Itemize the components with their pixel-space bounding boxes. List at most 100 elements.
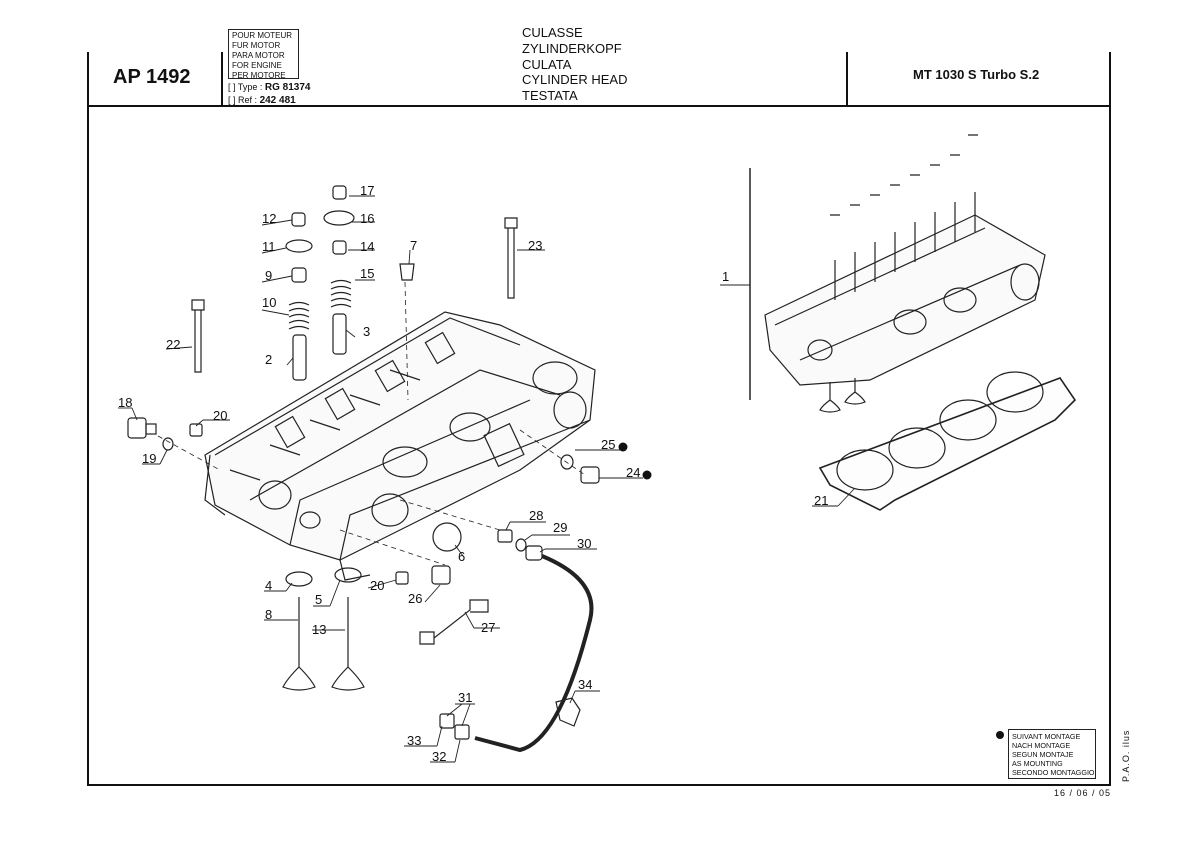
- callout-24: 24: [626, 465, 640, 480]
- callout-3: 3: [363, 324, 370, 339]
- mounting-dot-icon: [642, 470, 652, 480]
- part-fitting-28: [497, 529, 513, 543]
- callout-22: 22: [166, 337, 180, 352]
- title-line: ZYLINDERKOPF: [522, 40, 622, 56]
- part-valve-guide-2: [292, 334, 307, 381]
- part-plug-7: [399, 263, 415, 281]
- callout-15: 15: [360, 266, 374, 281]
- drawing-frame: [87, 105, 1111, 786]
- callout-9: 9: [265, 268, 272, 283]
- callout-32: 32: [432, 749, 446, 764]
- part-washer-25: [560, 454, 574, 470]
- engine-box-line: FUR MOTOR: [232, 41, 281, 50]
- part-cotter-12: [291, 212, 306, 227]
- credit-text: P.A.O. ilus: [1121, 729, 1131, 782]
- legend-line: SECONDO MONTAGGIO: [1012, 768, 1095, 777]
- callout-28: 28: [529, 508, 543, 523]
- engine-box-line: PARA MOTOR: [232, 51, 285, 60]
- part-bolt-23: [504, 217, 518, 299]
- callout-26: 26: [408, 591, 422, 606]
- part-spring-10: [288, 301, 310, 330]
- model-name: MT 1030 S Turbo S.2: [913, 67, 1040, 82]
- part-cotter-17: [332, 185, 347, 200]
- part-plug-20: [189, 423, 203, 437]
- part-harness-27: [419, 599, 489, 645]
- callout-16: 16: [360, 211, 374, 226]
- part-cup-11: [285, 239, 313, 253]
- part-seat-4: [285, 571, 313, 587]
- callout-8: 8: [265, 607, 272, 622]
- ref-label: Ref :: [238, 95, 258, 105]
- part-titles: CULASSE ZYLINDERKOPF CULATA CYLINDER HEA…: [522, 25, 627, 104]
- part-washer-19: [162, 437, 174, 451]
- cylinder-head-main: [204, 311, 596, 581]
- callout-18: 18: [118, 395, 132, 410]
- legend-line: AS MOUNTING: [1012, 759, 1063, 768]
- mounting-dot-icon: [618, 442, 628, 452]
- callout-5: 5: [315, 592, 322, 607]
- callout-27: 27: [481, 620, 495, 635]
- callout-20: 20: [370, 578, 384, 593]
- legend-line: NACH MONTAGE: [1012, 741, 1071, 750]
- part-union-30: [525, 545, 543, 561]
- callout-4: 4: [265, 578, 272, 593]
- valve-stack-parts: [285, 185, 415, 381]
- callout-33: 33: [407, 733, 421, 748]
- callout-31: 31: [458, 690, 472, 705]
- callout-7: 7: [410, 238, 417, 253]
- part-seal-9: [291, 267, 307, 283]
- part-seat-5: [334, 567, 362, 583]
- part-cup-16: [323, 210, 355, 226]
- callout-13: 13: [312, 622, 326, 637]
- engine-box-line: POUR MOTEUR: [232, 31, 292, 40]
- part-ring-6: [432, 522, 462, 552]
- callout-30: 30: [577, 536, 591, 551]
- legend-line: SEGUN MONTAJE: [1012, 750, 1074, 759]
- callout-6: 6: [458, 549, 465, 564]
- callout-19: 19: [142, 451, 156, 466]
- part-spring-15: [330, 279, 352, 308]
- cylinder-head-assembled: [749, 134, 1046, 413]
- part-valve-8: [282, 597, 316, 691]
- part-bolt-22: [191, 299, 205, 373]
- title-line: CULATA: [522, 56, 572, 72]
- part-sensor-26: [431, 565, 451, 585]
- part-clip-34: [555, 697, 581, 727]
- part-plug-20-lower: [395, 571, 409, 585]
- callout-2: 2: [265, 352, 272, 367]
- part-washer-29: [515, 538, 527, 552]
- callout-1: 1: [722, 269, 729, 284]
- part-valve-13: [331, 597, 365, 691]
- callout-20: 20: [213, 408, 227, 423]
- part-valve-guide-3: [332, 313, 347, 355]
- title-line: CULASSE: [522, 25, 583, 40]
- bracket-icon: [ ]: [228, 82, 236, 92]
- callout-12: 12: [262, 211, 276, 226]
- ref-value: 242 481: [259, 95, 296, 106]
- engine-box: POUR MOTEUR FUR MOTOR PARA MOTOR FOR ENG…: [228, 29, 299, 80]
- callout-10: 10: [262, 295, 276, 310]
- engine-box-line: PER MOTORE: [232, 71, 286, 80]
- callout-21: 21: [814, 493, 828, 508]
- type-label: Type :: [237, 82, 263, 92]
- type-row: [ ] Type : RG 81374: [228, 82, 310, 93]
- legend-line: SUIVANT MONTAGE: [1012, 732, 1081, 741]
- part-nut-32: [454, 724, 470, 740]
- part-plug-24: [580, 466, 600, 484]
- ref-row: [ ] Ref : 242 481: [228, 95, 296, 106]
- legend-box: SUIVANT MONTAGE NACH MONTAGE SEGUN MONTA…: [1008, 729, 1096, 779]
- title-line: TESTATA: [522, 88, 578, 104]
- callout-14: 14: [360, 239, 374, 254]
- bracket-icon: [ ]: [228, 95, 236, 105]
- part-seal-14: [332, 240, 347, 255]
- part-pipe: [474, 554, 594, 753]
- title-line: CYLINDER HEAD: [522, 72, 628, 88]
- engine-box-line: FOR ENGINE: [232, 61, 282, 70]
- part-plug-18: [127, 417, 147, 439]
- callout-17: 17: [360, 183, 374, 198]
- callout-11: 11: [262, 239, 276, 254]
- catalog-code: AP 1492: [113, 66, 191, 88]
- part-nut-33: [439, 713, 455, 729]
- head-gasket-21: [818, 371, 1077, 511]
